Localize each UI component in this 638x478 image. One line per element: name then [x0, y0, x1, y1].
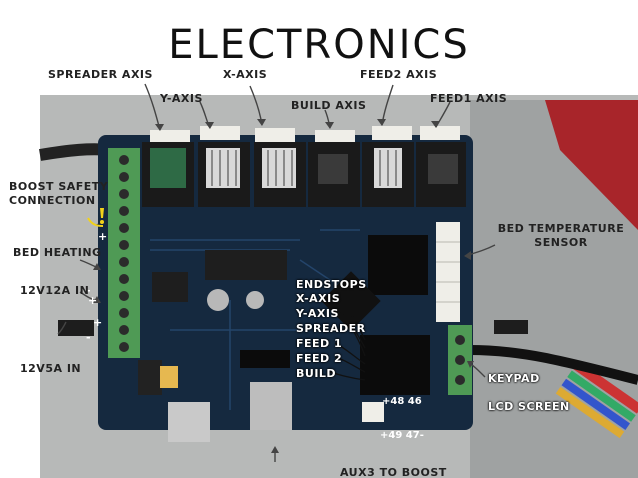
power-connector [58, 320, 94, 336]
buzzer [138, 360, 162, 395]
arrowheads [93, 119, 474, 453]
svg-text:+: + [93, 316, 102, 329]
endstops-heading: ENDSTOPS [296, 278, 367, 291]
capacitor [207, 289, 229, 311]
polarity-marks: +-+ +- [86, 230, 107, 344]
regulators [152, 250, 287, 302]
svg-text:-: - [86, 331, 91, 344]
svg-text:-: - [86, 284, 91, 297]
label-y-axis: Y-AXIS [160, 92, 203, 105]
endstop-item: FEED 2 [296, 352, 343, 365]
pin-header-grid [368, 235, 428, 295]
terminal-screws [119, 155, 129, 352]
microcontroller [321, 271, 381, 331]
label-connection: CONNECTION [9, 194, 96, 207]
capacitor [246, 291, 264, 309]
label-sensor: SENSOR [534, 236, 588, 249]
heatsink-fins [211, 150, 397, 186]
label-feed2-axis: FEED2 AXIS [360, 68, 438, 81]
label-x-axis: X-AXIS [223, 68, 268, 81]
endstop-item: FEED 1 [296, 337, 343, 350]
label-12v5a-in: 12V5A IN [20, 362, 82, 375]
red-frame [545, 100, 638, 230]
keypad-connector [494, 320, 528, 334]
terminal-block-left [108, 148, 140, 358]
sensor-connector-lines [436, 241, 460, 303]
usb-port [168, 402, 210, 442]
endstop-item: X-AXIS [296, 292, 341, 305]
endstop-item: Y-AXIS [296, 307, 339, 320]
endstop-item: BUILD [296, 367, 337, 380]
endstop-item: SPREADER [296, 322, 366, 335]
label-spreader-axis: SPREADER AXIS [48, 68, 153, 81]
capacitor-yellow [160, 366, 178, 388]
black-cable [469, 345, 638, 385]
label-build-axis: BUILD AXIS [291, 99, 367, 112]
label-12v12a-in: 12V12A IN [20, 284, 90, 297]
ribbon-cable [555, 360, 638, 439]
label-aux3-to-boost: AUX3 TO BOOST [340, 466, 447, 478]
sensor-connectors [436, 222, 460, 322]
sd-card-slot [250, 382, 292, 430]
label-boost-safety: BOOST SAFETY [9, 180, 109, 193]
header-row [240, 350, 290, 368]
warning-icon [87, 208, 104, 227]
endstop-headers [360, 335, 430, 395]
driver-chips [318, 154, 458, 184]
svg-text:+: + [98, 230, 107, 243]
motor-connectors [150, 126, 460, 144]
svg-text:+: + [88, 294, 97, 307]
aux-connector [362, 402, 384, 422]
label-bed-heating: BED HEATING [13, 246, 102, 259]
label-lcd-screen: LCD SCREEN [488, 400, 570, 413]
stepper-drivers [142, 142, 466, 207]
pin-label-48-46: +48 46 [382, 396, 422, 407]
page-title: ELECTRONICS [168, 22, 470, 68]
label-feed1-axis: FEED1 AXIS [430, 92, 508, 105]
label-bed-temperature: BED TEMPERATURE [497, 222, 625, 235]
label-keypad: KEYPAD [488, 372, 540, 385]
endstop-pointer-lines [329, 299, 366, 381]
pin-label-49-47: +49 47- [380, 430, 424, 441]
